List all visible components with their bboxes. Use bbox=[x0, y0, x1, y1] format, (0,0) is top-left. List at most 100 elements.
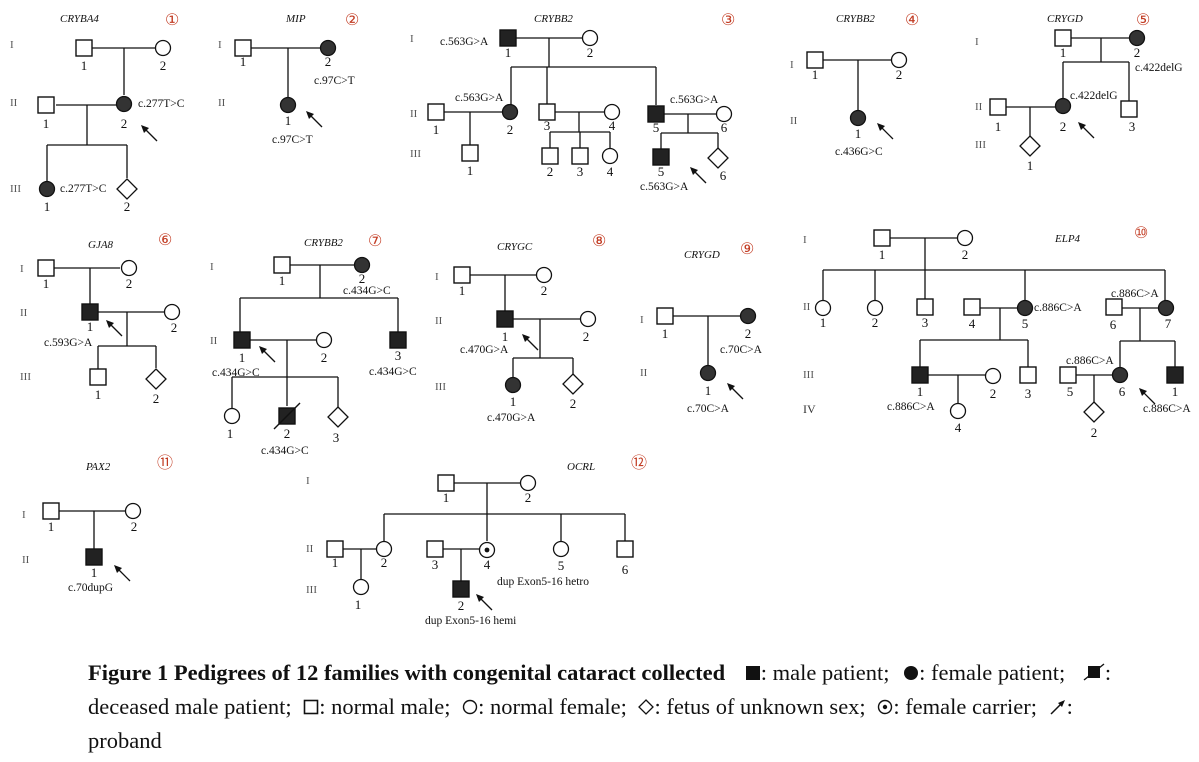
family-number: ② bbox=[345, 12, 359, 29]
generation-label: II bbox=[803, 301, 811, 313]
individual-number: 3 bbox=[432, 557, 439, 572]
deceased-slash bbox=[273, 402, 301, 430]
legend-normal-male-icon bbox=[303, 699, 319, 715]
mutation-label: c.886C>A bbox=[1066, 355, 1114, 367]
individual-number: 1 bbox=[855, 126, 862, 141]
mutation-label: c.97C>T bbox=[314, 75, 355, 87]
gene-name: CRYBB2 bbox=[836, 13, 875, 25]
legend-normal-female-icon bbox=[462, 699, 478, 715]
generation-label: II bbox=[790, 115, 798, 127]
individual-number: 1 bbox=[917, 384, 924, 399]
proband-arrowhead bbox=[106, 320, 114, 328]
individual-number: 2 bbox=[359, 271, 366, 286]
normal-male-symbol bbox=[427, 103, 445, 121]
normal-male-symbol bbox=[541, 147, 559, 165]
individual-number: 6 bbox=[622, 562, 629, 577]
proband-arrowhead bbox=[141, 125, 149, 133]
generation-label: I bbox=[306, 475, 310, 487]
gene-name: CRYBB2 bbox=[534, 13, 573, 25]
normal-female-symbol bbox=[601, 147, 619, 165]
legend-male-patient: : male patient; bbox=[760, 660, 890, 685]
individual-number: 2 bbox=[153, 391, 160, 406]
normal-male-symbol bbox=[1120, 100, 1138, 118]
normal-female-symbol bbox=[890, 51, 908, 69]
normal-female-symbol bbox=[956, 229, 974, 247]
individual-number: 3 bbox=[544, 118, 551, 133]
legend-deceased-male: : deceased male patient; bbox=[88, 660, 1112, 719]
generation-label: II bbox=[210, 335, 218, 347]
proband-arrowhead bbox=[1078, 122, 1086, 130]
affected-female-symbol bbox=[501, 103, 519, 121]
generation-label: III bbox=[10, 183, 21, 195]
generation-label: II bbox=[640, 367, 648, 379]
legend-male-patient-icon bbox=[745, 666, 760, 680]
legend-deceased-male-icon bbox=[1083, 663, 1105, 681]
legend-fetus: : fetus of unknown sex; bbox=[654, 694, 866, 719]
proband-arrowhead bbox=[259, 346, 267, 354]
normal-male-symbol bbox=[1054, 29, 1072, 47]
gene-name: CRYBB2 bbox=[304, 237, 343, 249]
mutation-label: c.436G>C bbox=[835, 146, 883, 158]
individual-number: 1 bbox=[510, 394, 517, 409]
mutation-label: c.563G>A bbox=[640, 181, 689, 193]
proband-arrowhead bbox=[522, 334, 530, 342]
individual-number: 3 bbox=[577, 164, 584, 179]
generation-label: II bbox=[10, 97, 18, 109]
affected-female-symbol bbox=[1128, 29, 1146, 47]
individual-number: 1 bbox=[459, 283, 466, 298]
normal-male-symbol bbox=[437, 474, 455, 492]
individual-number: 1 bbox=[332, 555, 339, 570]
affected-female-symbol bbox=[115, 95, 133, 113]
generation-label: III bbox=[20, 371, 31, 383]
normal-female-symbol bbox=[519, 474, 537, 492]
generation-label: I bbox=[975, 36, 979, 48]
normal-male-symbol bbox=[273, 256, 291, 274]
normal-female-symbol bbox=[124, 502, 142, 520]
mutation-label: c.70dupG bbox=[68, 582, 113, 594]
normal-female-symbol bbox=[352, 578, 370, 596]
individual-number: 2 bbox=[126, 276, 133, 291]
legend-normal-female: : normal female; bbox=[478, 694, 627, 719]
generation-label: I bbox=[210, 261, 214, 273]
normal-female-symbol bbox=[814, 299, 832, 317]
normal-male-symbol bbox=[37, 259, 55, 277]
proband-arrowhead bbox=[306, 111, 314, 119]
normal-male-symbol bbox=[326, 540, 344, 558]
normal-female-symbol bbox=[154, 39, 172, 57]
generation-label: I bbox=[218, 39, 222, 51]
mutation-label: c.70C>A bbox=[687, 403, 730, 415]
individual-number: 3 bbox=[333, 430, 340, 445]
generation-label: II bbox=[435, 315, 443, 327]
normal-female-symbol bbox=[375, 540, 393, 558]
individual-number: 1 bbox=[44, 199, 51, 214]
generation-label: III bbox=[803, 369, 814, 381]
individual-number: 6 bbox=[1119, 384, 1126, 399]
family-number: ③ bbox=[721, 12, 735, 29]
mutation-label: c.470G>A bbox=[487, 412, 536, 424]
affected-female-symbol bbox=[1054, 97, 1072, 115]
individual-number: 2 bbox=[507, 122, 514, 137]
normal-male-symbol bbox=[963, 298, 981, 316]
mutation-label: c.97C>T bbox=[272, 134, 313, 146]
individual-number: 1 bbox=[879, 247, 886, 262]
individual-number: 4 bbox=[484, 557, 491, 572]
affected-female-symbol bbox=[504, 376, 522, 394]
individual-number: 1 bbox=[81, 58, 88, 73]
individual-number: 2 bbox=[745, 326, 752, 341]
generation-label: I bbox=[803, 234, 807, 246]
normal-male-symbol bbox=[42, 502, 60, 520]
normal-male-symbol bbox=[1019, 366, 1037, 384]
individual-number: 2 bbox=[583, 329, 590, 344]
affected-female-symbol bbox=[1157, 299, 1175, 317]
fetus-symbol bbox=[1019, 135, 1041, 157]
individual-number: 2 bbox=[458, 598, 465, 613]
affected-male-symbol bbox=[85, 548, 103, 566]
proband-arrowhead bbox=[1139, 388, 1147, 396]
generation-label: II bbox=[218, 97, 226, 109]
individual-number: 4 bbox=[955, 420, 962, 435]
individual-number: 2 bbox=[325, 54, 332, 69]
individual-number: 2 bbox=[1060, 119, 1067, 134]
individual-number: 1 bbox=[240, 54, 247, 69]
normal-female-symbol bbox=[579, 310, 597, 328]
affected-male-symbol bbox=[81, 303, 99, 321]
